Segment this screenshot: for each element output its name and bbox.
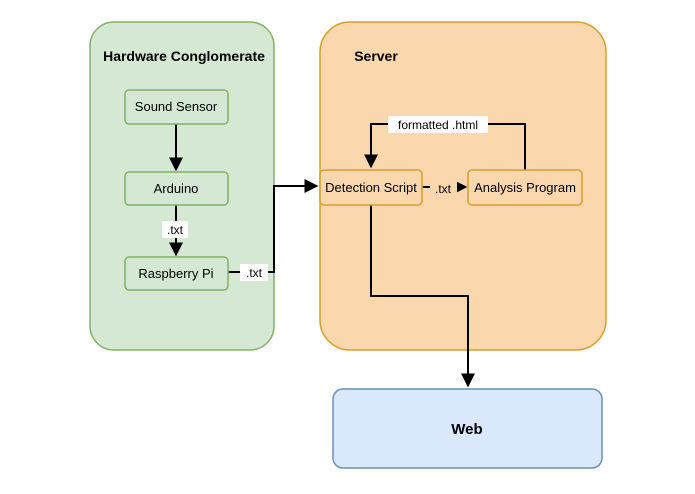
web-node-box (332, 388, 603, 469)
sound-sensor-box (124, 89, 229, 125)
edge-label-arduino-to-pi-bg (162, 221, 188, 238)
analysis-program-label: Analysis Program (474, 180, 576, 195)
edge-label-arduino-to-pi-text: .txt (167, 223, 184, 237)
sound-sensor-node: Sound Sensor (124, 89, 229, 125)
detection-script-label: Detection Script (325, 180, 417, 195)
raspberry-pi-label: Raspberry Pi (138, 266, 213, 281)
analysis-program-node: Analysis Program (467, 169, 583, 206)
edge-label-analysis-to-detection-bg (388, 116, 488, 133)
analysis-program-box (467, 169, 583, 206)
raspberry-pi-box (124, 256, 229, 291)
raspberry-pi-node: Raspberry Pi (124, 256, 229, 291)
edge-label-pi-to-detection-text: .txt (246, 266, 263, 280)
edge-label-pi-to-detection: .txt (240, 264, 268, 281)
hardware-group-title: Hardware Conglomerate (103, 48, 265, 64)
edge-label-arduino-to-pi: .txt (162, 221, 188, 238)
edge-label-analysis-to-detection-text: formatted .html (398, 118, 478, 132)
web-node-label: Web (451, 421, 482, 438)
detection-script-box (319, 169, 423, 206)
arduino-box (124, 171, 229, 206)
edge-label-detection-to-analysis: .txt (430, 180, 457, 197)
edge-label-analysis-to-detection: formatted .html (388, 116, 488, 133)
sound-sensor-label: Sound Sensor (135, 99, 218, 114)
edge-detection-to-web (370, 205, 475, 388)
detection-script-node: Detection Script (319, 169, 423, 206)
web-node: Web (332, 388, 603, 469)
arduino-label: Arduino (154, 181, 199, 196)
edge-label-detection-to-analysis-text: .txt (435, 182, 452, 196)
edge-label-detection-to-analysis-bg (430, 180, 457, 197)
arduino-node: Arduino (124, 171, 229, 206)
edge-label-pi-to-detection-bg (240, 264, 268, 281)
server-group-title: Server (354, 48, 398, 64)
